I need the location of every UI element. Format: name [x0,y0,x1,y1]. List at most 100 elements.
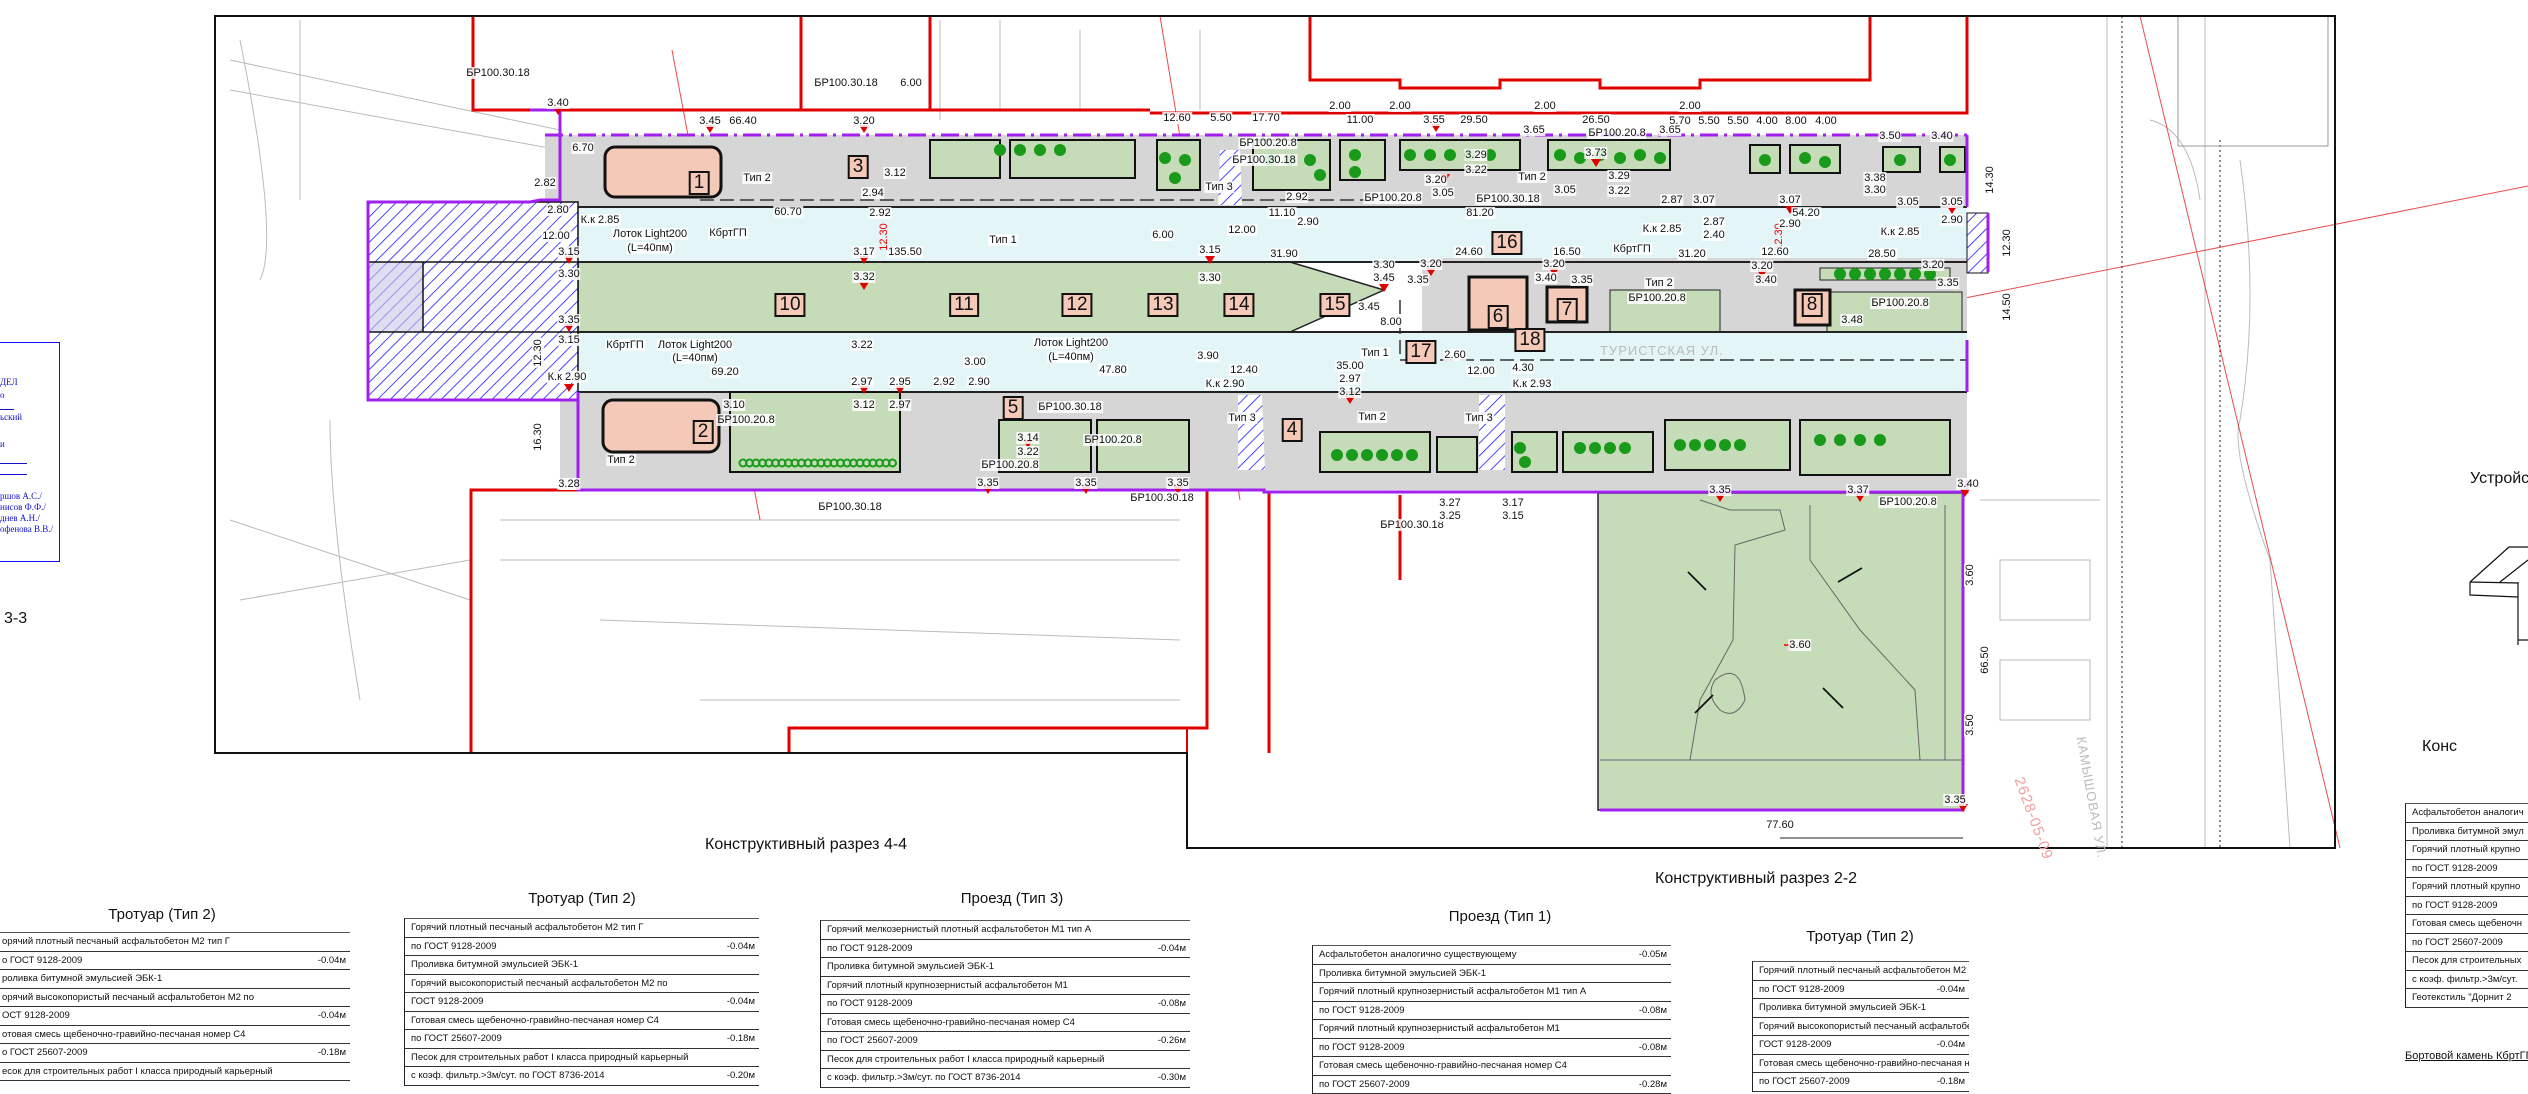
dimension-label: 35.00 [1335,360,1365,372]
construction-title-right: Конс [2422,738,2458,755]
object-number-tag: 10 [774,293,806,317]
layer-thickness: -0.26м [1157,1035,1186,1046]
dimension-label: 3.30 [557,268,581,280]
layer-description: Готовая смесь щебеночно-гравийно-песчана… [1319,1060,1567,1071]
dimension-label: 26.50 [1581,114,1611,126]
layer-description: по ГОСТ 9128-2009 [411,940,497,952]
table-row: по ГОСТ 9128-2009 -0.08м [1313,1039,1671,1057]
dimension-label: 3.15 [1501,510,1525,522]
tree-icon [1854,434,1866,446]
dimension-label: 66.40 [728,115,758,127]
dimension-label: 24.60 [1454,246,1484,258]
layer-description: по ГОСТ 9128-2009 [1319,1041,1405,1053]
object-number-tag: 7 [1556,298,1578,322]
elevation-marker-icon [1855,494,1865,502]
annotation-label: К.к 2.85 [579,214,621,226]
dimension-label: 3.60 [1964,563,1976,587]
dimension-label: 2.90 [1940,214,1964,226]
layer-thickness: -0.18м [726,1033,755,1044]
dimension-label: 69.20 [710,366,740,378]
dimension-label: 12.00 [1466,365,1496,377]
dimension-label: 14.30 [1984,165,1996,195]
pavement-layers-table: Асфальтобетон аналогично существующему-0… [1312,945,1671,1094]
dimension-label: 6.70 [571,142,595,154]
dimension-label: 81.20 [1465,207,1495,219]
dimension-label: 3.35 [1406,274,1430,286]
dimension-label: 11.00 [1345,114,1375,126]
dimension-label: 3.00 [963,356,987,368]
dimension-label: 2.97 [1338,373,1362,385]
dimension-label: 3.90 [1196,350,1220,362]
elevation-marker-icon [1379,284,1389,292]
layer-thickness: -0.08м [1638,1041,1667,1053]
dimension-label: 3.35 [1570,274,1594,286]
tree-icon [1819,156,1831,168]
annotation-label: Тип 3 [1464,412,1494,424]
elevation-markers [553,107,1970,812]
layer-thickness: -0.04м [317,954,346,966]
dimension-label: 3.37 [1846,484,1870,496]
dimension-label: 3.12 [883,167,907,179]
layer-description: Горячий плотный крупнозернистый асфальто… [1319,986,1587,997]
annotation-label: Тип 3 [1227,412,1257,424]
annotation-label: БР100.20.8 [1870,297,1930,309]
annotation-label: Тип 2 [606,454,636,466]
layer-thickness: -0.28м [1638,1078,1667,1090]
dimension-label: 2.97 [850,376,874,388]
dimension-label: 3.20 [1542,258,1566,270]
pavement-layers-table: Горячий мелкозернистый плотный асфальтоб… [820,920,1190,1088]
layer-description: Песок для строительных [2412,955,2522,966]
dimension-label: 3.65 [1658,124,1682,136]
table-row: Проливка битумной эмульсией ЭБК-1 [1313,965,1671,983]
stamp-line: о [0,390,5,400]
pavement-layers-table: Горячий плотный песчаный асфальтобетон М… [1752,961,1969,1092]
dimension-label: 3.32 [852,271,876,283]
annotation-label: Тип 3 [1204,181,1234,193]
section-label-3-3: 3-3 [4,610,28,627]
dimension-label: 3.17 [852,246,876,258]
annotation-label: КбртГП [708,227,748,239]
table-row: по ГОСТ 25607-2009-0.18м [1753,1073,1969,1092]
layer-description: Готовая смесь щебеночн [2412,918,2523,929]
dimension-label: 16.30 [532,422,544,452]
table-row: ГОСТ 9128-2009-0.04м [405,993,759,1012]
dimension-label: 28.50 [1867,248,1897,260]
table-row: по ГОСТ 25607-2009-0.18м [405,1030,759,1049]
layer-description: Проливка битумной эмульсией ЭБК-1 [1319,967,1487,979]
stamp-signatory: ршов А.С./ [0,491,42,501]
table-row: о ГОСТ 25607-2009-0.18м [0,1044,350,1063]
dimension-label: 16.50 [1552,246,1582,258]
dimension-label: 3.45 [1372,272,1396,284]
annotation-label: БР100.30.18 [1037,401,1103,413]
elevation-marker-icon [1431,124,1441,132]
tree-icon [1331,449,1343,461]
elevation-marker-icon [1960,489,1970,497]
dimension-label: 2.87 [1702,216,1726,228]
table-row: ГОСТ 9128-2009-0.04м [1753,1036,1969,1055]
annotation-label: Лоток Light200 [656,339,734,351]
dimension-label: 66.50 [1979,645,1991,675]
layer-description: Проливка битумной эмульсией ЭБК-1 [1759,1002,1927,1013]
dimension-label: 3.20 [1921,259,1945,271]
dimension-label: 3.40 [1754,274,1778,286]
table-row: Геотекстиль "Дорнит 2 [2406,989,2528,1008]
layer-description: Асфальтобетон аналогич [2412,807,2524,818]
layer-description: Горячий плотный крупно [2412,844,2521,855]
tree-icon [1169,172,1181,184]
elevation-marker-icon [553,107,563,115]
table-row: Песок для строительных работ I класса пр… [405,1049,759,1067]
dimension-label: 3.30 [1372,259,1396,271]
curb-device-title: Устройс [2470,470,2528,487]
tree-icon [1444,149,1456,161]
dimension-label: 3.29 [1464,149,1488,161]
median-lawn [577,261,1387,333]
table-row: Готовая смесь щебеночно-гравийно-песчана… [1753,1055,1969,1073]
street-name-turistskaya: ТУРИСТСКАЯ УЛ. [1600,343,1724,358]
tree-icon [1034,144,1046,156]
table-row: Горячий плотный крупнозернистый асфальто… [1313,983,1671,1002]
table-title: Тротуар (Тип 2) [528,890,636,907]
layer-description: ГОСТ 9128-2009 [411,996,484,1007]
layer-description: Проливка битумной эмул [2412,825,2524,837]
slope-arrows [1687,567,1863,714]
table-row: по ГОСТ 25607-2009 [2406,934,2528,952]
